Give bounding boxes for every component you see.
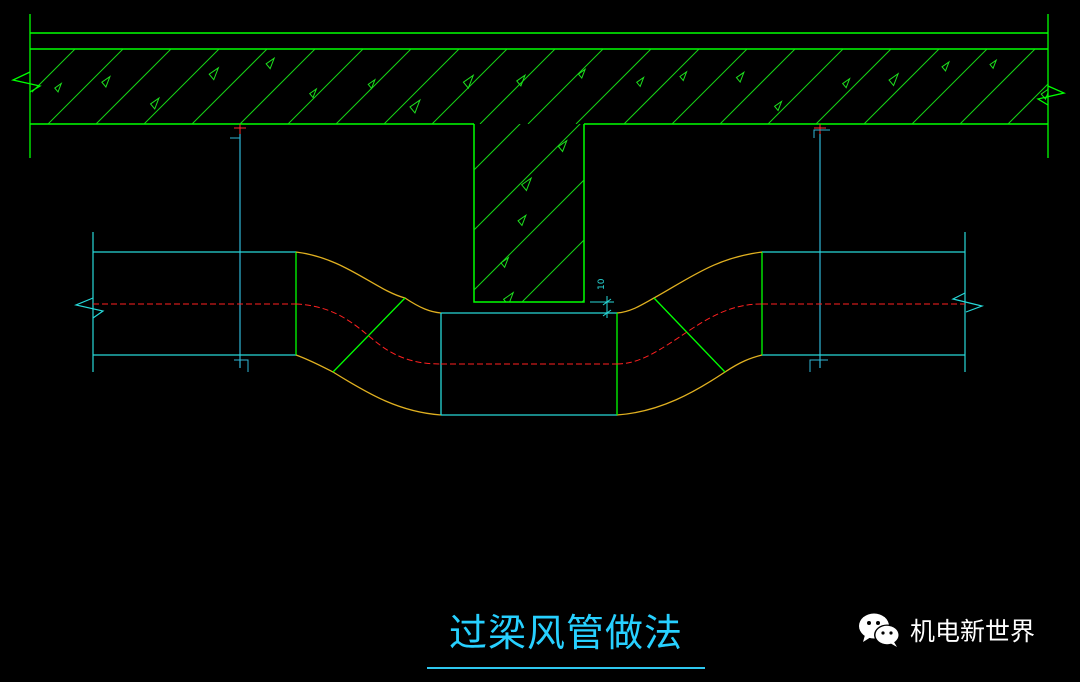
aggregate-mark [989,58,998,70]
hatch-line [474,124,521,171]
clearance-dimension [590,296,614,318]
aggregate-mark [888,72,900,87]
hatch-line [527,49,604,124]
title-underline [427,667,705,669]
hatch-line [1007,83,1048,124]
concrete-beam [473,124,585,303]
hatch-line [474,179,584,291]
aggregate-mark [517,213,527,227]
hatch-line [191,49,268,124]
hatch-line [95,49,172,124]
beam-hatch [474,124,584,302]
hatch-line [767,49,844,124]
hatch-line [47,49,124,124]
duct-straight-left [74,232,297,372]
aggregate-mark [308,87,318,99]
aggregate-mark [635,76,645,88]
hatch-line [815,49,892,124]
aggregate-mark [773,100,783,112]
aggregate-mark [577,68,587,80]
beam-aggregate-marks [500,139,568,302]
aggregate-mark [500,256,510,269]
watermark: 机电新世界 [858,610,1035,650]
hatch-line [32,49,76,93]
hatch-line [581,299,584,302]
concrete-slab [30,32,1080,125]
duct-hanger-right [809,124,830,372]
drawing-title: 过梁风管做法 [448,611,683,655]
aggregate-mark [367,78,376,90]
duct-offset-elbow-right [616,251,763,416]
duct-offset-elbow-left [295,251,442,416]
hatch-line [521,239,584,302]
hatch-line [287,49,364,124]
hatch-line [431,49,508,124]
aggregate-mark [149,96,160,110]
hatch-line [863,49,940,124]
hatch-line [575,49,652,124]
aggregate-mark [841,77,851,89]
aggregate-mark [101,75,111,88]
hatch-line [719,49,796,124]
duct-straight-right [761,232,985,372]
hatch-line [671,49,748,124]
aggregate-mark [941,60,951,72]
duct-hanger-left [230,124,249,372]
aggregate-mark [462,73,475,90]
aggregate-mark [502,291,515,302]
hatch-line [959,49,1036,124]
hatch-line [479,49,556,124]
aggregate-mark [208,66,220,81]
aggregate-mark [265,56,276,70]
hatch-line [335,49,412,124]
hatch-line [474,124,581,231]
aggregate-mark [409,98,421,114]
hatch-line [911,49,988,124]
hatch-line [1056,49,1080,124]
dimension-label: 10 [597,278,607,290]
slab-aggregate-marks [54,56,1048,114]
hatch-line [383,49,460,124]
duct-centerline [93,303,965,365]
watermark-text: 机电新世界 [910,617,1036,646]
aggregate-mark [557,139,568,153]
aggregate-mark [516,73,527,87]
hatch-line [623,49,700,124]
aggregate-mark [735,71,745,83]
aggregate-mark [520,176,533,192]
aggregate-mark [679,70,688,82]
slab-break-lines [11,14,1067,158]
hatch-line [143,49,220,124]
hatch-line [239,49,316,124]
slab-hatch [32,49,1080,124]
aggregate-mark [54,82,63,93]
wechat-icon [859,613,900,647]
